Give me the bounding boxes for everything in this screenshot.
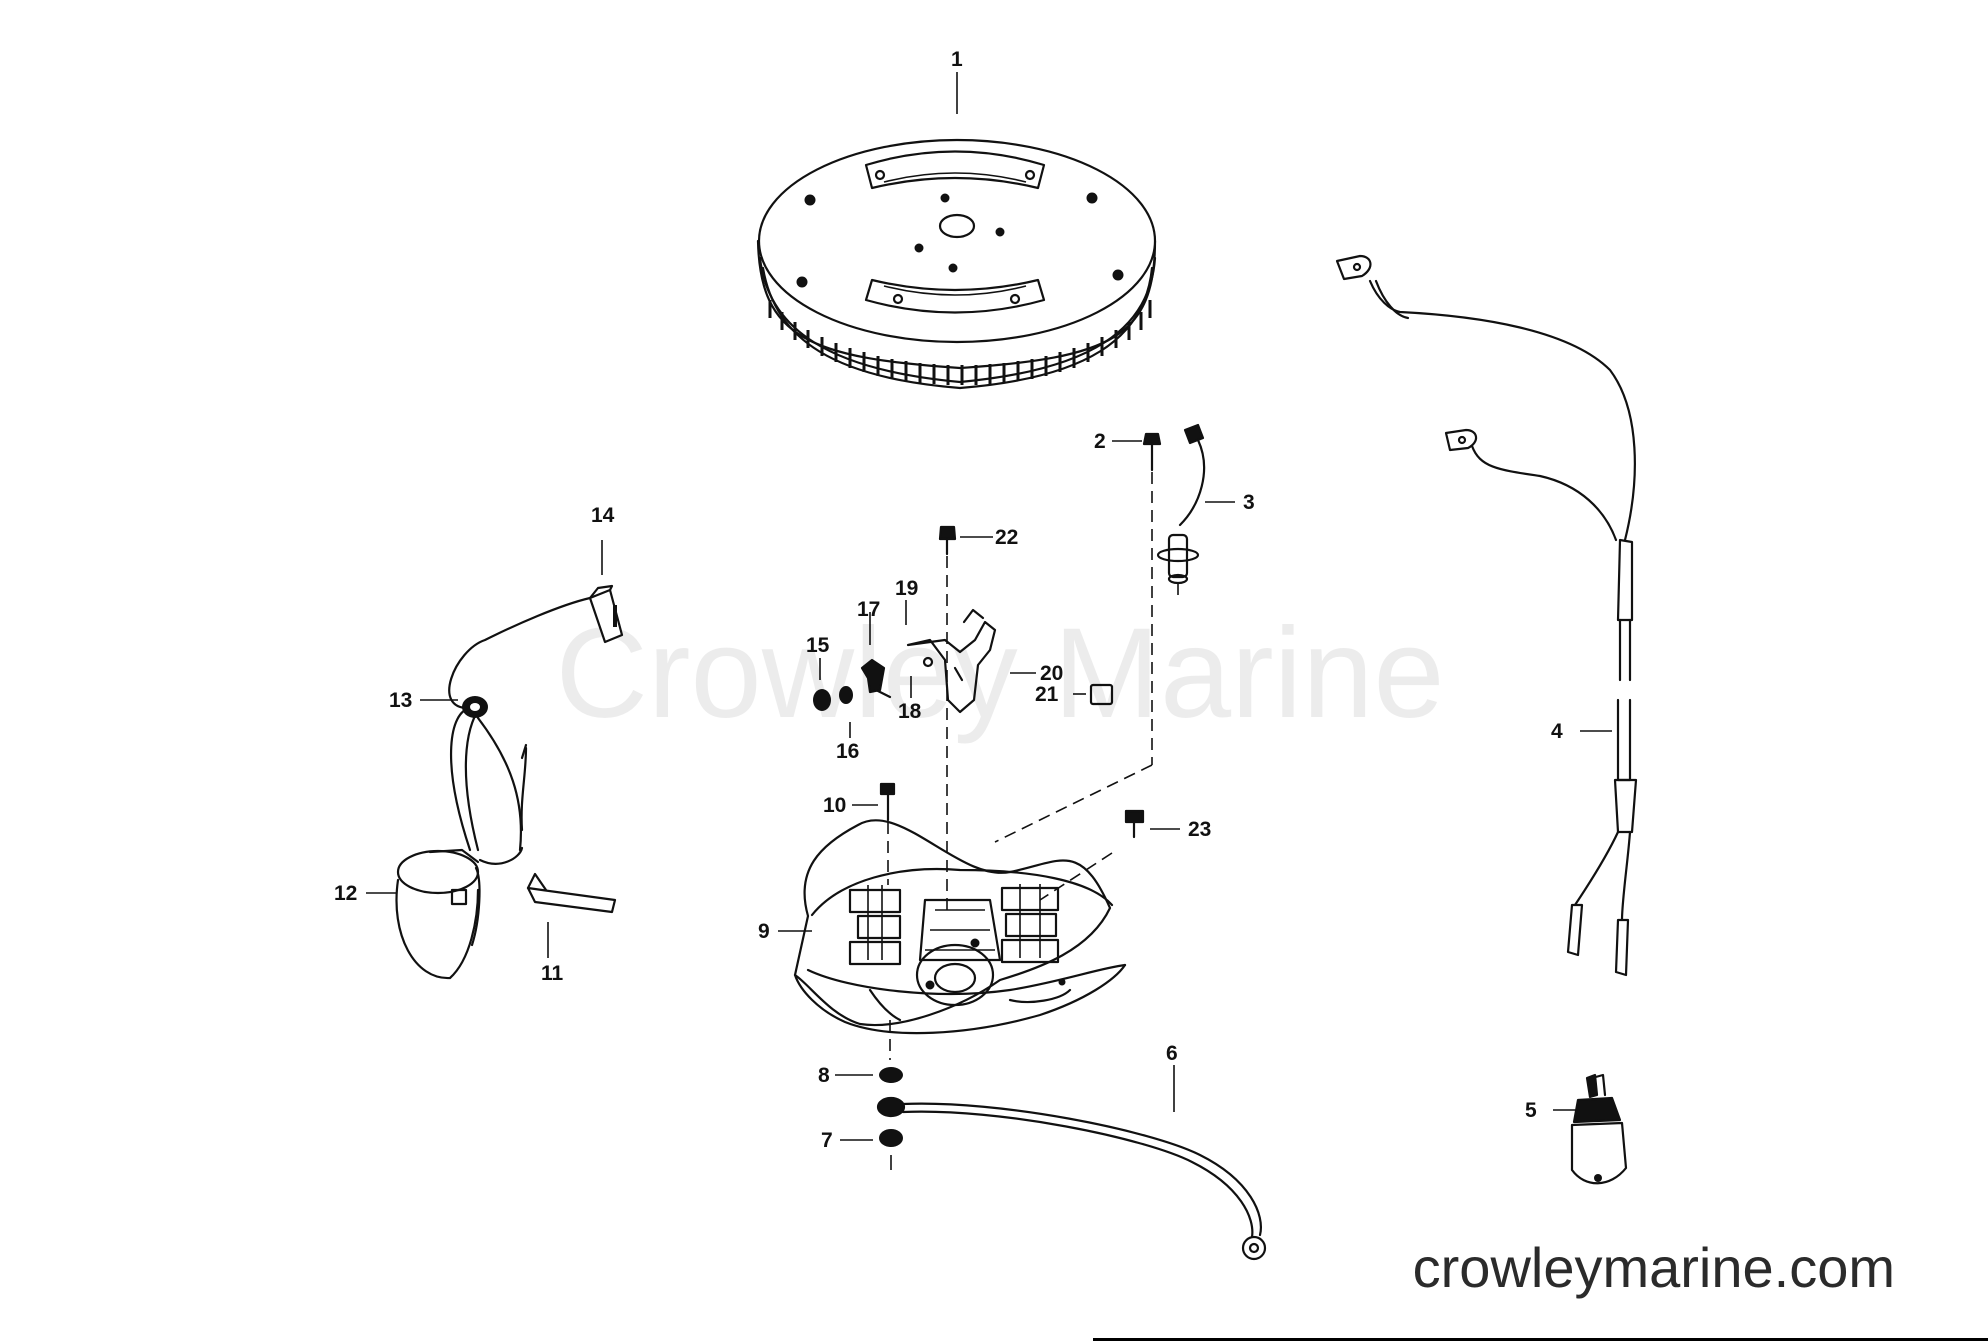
washer-15[interactable]	[813, 689, 831, 711]
callout-16: 16	[836, 740, 859, 763]
callout-4: 4	[1551, 720, 1563, 743]
callout-10: 10	[823, 794, 846, 817]
washer-8[interactable]	[879, 1067, 903, 1083]
flywheel[interactable]	[756, 138, 1157, 390]
callout-22: 22	[995, 526, 1018, 549]
ignition-coil-12[interactable]	[395, 848, 481, 980]
callout-12: 12	[334, 882, 357, 905]
spark-plug-lead-14[interactable]	[448, 584, 624, 865]
watermark: Crowley Marine	[555, 602, 1445, 745]
stator-plate[interactable]	[793, 819, 1127, 1035]
callout-13: 13	[389, 689, 412, 712]
callout-5: 5	[1525, 1099, 1537, 1122]
ground-lead-6[interactable]	[876, 1096, 1267, 1261]
site-url: crowleymarine.com	[1412, 1236, 1895, 1299]
screw-23[interactable]	[1124, 809, 1145, 839]
callout-21: 21	[1035, 683, 1059, 706]
wiring-harness-4[interactable]	[1335, 254, 1638, 977]
bottom-rule	[1093, 1338, 1988, 1341]
nut-7[interactable]	[879, 1129, 903, 1147]
callout-11: 11	[541, 962, 564, 985]
callout-19: 19	[895, 577, 918, 600]
callout-17: 17	[857, 598, 880, 621]
callout-6: 6	[1166, 1042, 1178, 1065]
callout-labels: 1 2 3 4 5 6 7 8 9 10 11 12 13 14 15 16 1…	[334, 48, 1563, 1152]
callout-8: 8	[818, 1064, 830, 1087]
callout-2: 2	[1094, 430, 1106, 453]
clip-17[interactable]	[860, 658, 892, 699]
callout-1: 1	[951, 48, 963, 71]
callout-23: 23	[1188, 818, 1211, 841]
key-plate-11[interactable]	[526, 872, 617, 914]
leader-lines	[366, 72, 1612, 1170]
screw-22[interactable]	[938, 525, 957, 556]
callout-15: 15	[806, 634, 830, 657]
screw-10[interactable]	[879, 782, 896, 822]
callout-18: 18	[898, 700, 922, 723]
callout-14: 14	[591, 504, 615, 527]
assembly-lines	[887, 472, 1179, 1060]
terminal-lead-3[interactable]	[1156, 423, 1206, 585]
callout-9: 9	[758, 920, 770, 943]
callout-3: 3	[1243, 491, 1255, 514]
washer-16[interactable]	[839, 686, 853, 704]
clip-assembly-19[interactable]	[906, 608, 997, 714]
switch-5[interactable]	[1570, 1073, 1628, 1185]
ring-gear-teeth	[768, 300, 1152, 385]
bushing-21[interactable]	[1089, 683, 1114, 706]
screw-2[interactable]	[1142, 432, 1162, 472]
grommet-13[interactable]	[462, 696, 488, 718]
callout-20: 20	[1040, 662, 1063, 685]
callout-7: 7	[821, 1129, 833, 1152]
